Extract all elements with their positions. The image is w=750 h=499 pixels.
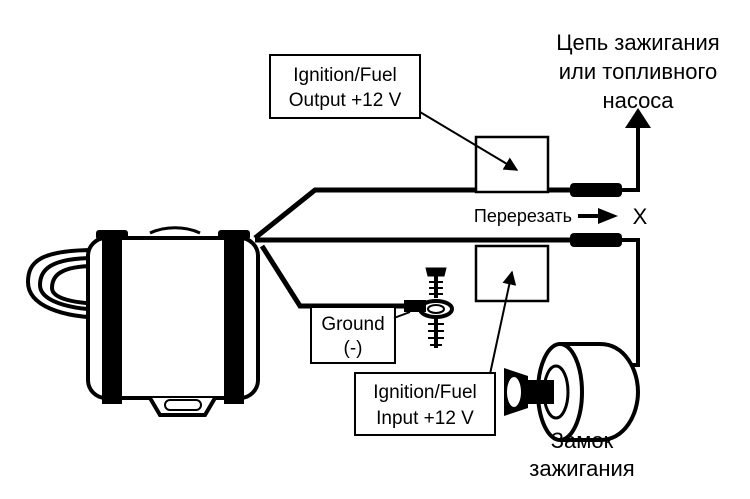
input-pointer-arrow — [489, 270, 517, 375]
input-label-line2: Input +12 V — [376, 408, 474, 429]
input-label-line1: Ignition/Fuel — [373, 382, 477, 403]
output-label-line2: Output +12 V — [289, 90, 402, 111]
ground-pointer-arrow — [393, 311, 411, 319]
switch-label-line2: зажигания — [529, 456, 634, 481]
pump-circuit-wire — [622, 120, 640, 192]
ground-screw — [425, 267, 447, 298]
ground-bolt — [404, 299, 454, 348]
circuit-label-line3: насоса — [602, 88, 674, 113]
input-bullet-connector — [570, 233, 622, 247]
cut-label: Перерезать — [474, 206, 572, 226]
control-module — [86, 226, 260, 417]
cut-mark: X — [633, 204, 648, 229]
wire-loop-bundle — [25, 248, 111, 320]
circuit-label-line1: Цепь зажигания — [556, 30, 719, 55]
cut-arrow-icon — [578, 208, 618, 224]
up-arrow-icon — [625, 108, 651, 128]
ground-label-box — [310, 306, 396, 364]
ignition-switch — [504, 342, 641, 442]
output-pointer-arrow — [419, 111, 519, 171]
switch-label-line1: Замок — [551, 428, 614, 453]
input-label-box — [354, 372, 496, 436]
ground-label-line2: (-) — [344, 338, 363, 359]
output-label-box — [269, 54, 421, 119]
output-label-line1: Ignition/Fuel — [293, 65, 397, 86]
ground-label-line1: Ground — [321, 314, 384, 335]
ground-wire — [259, 244, 415, 309]
output-bullet-connector — [570, 183, 622, 197]
ignition-switch-wire — [620, 238, 640, 367]
output-connector-box — [474, 135, 550, 194]
circuit-label-line2: или топливного — [559, 59, 717, 84]
